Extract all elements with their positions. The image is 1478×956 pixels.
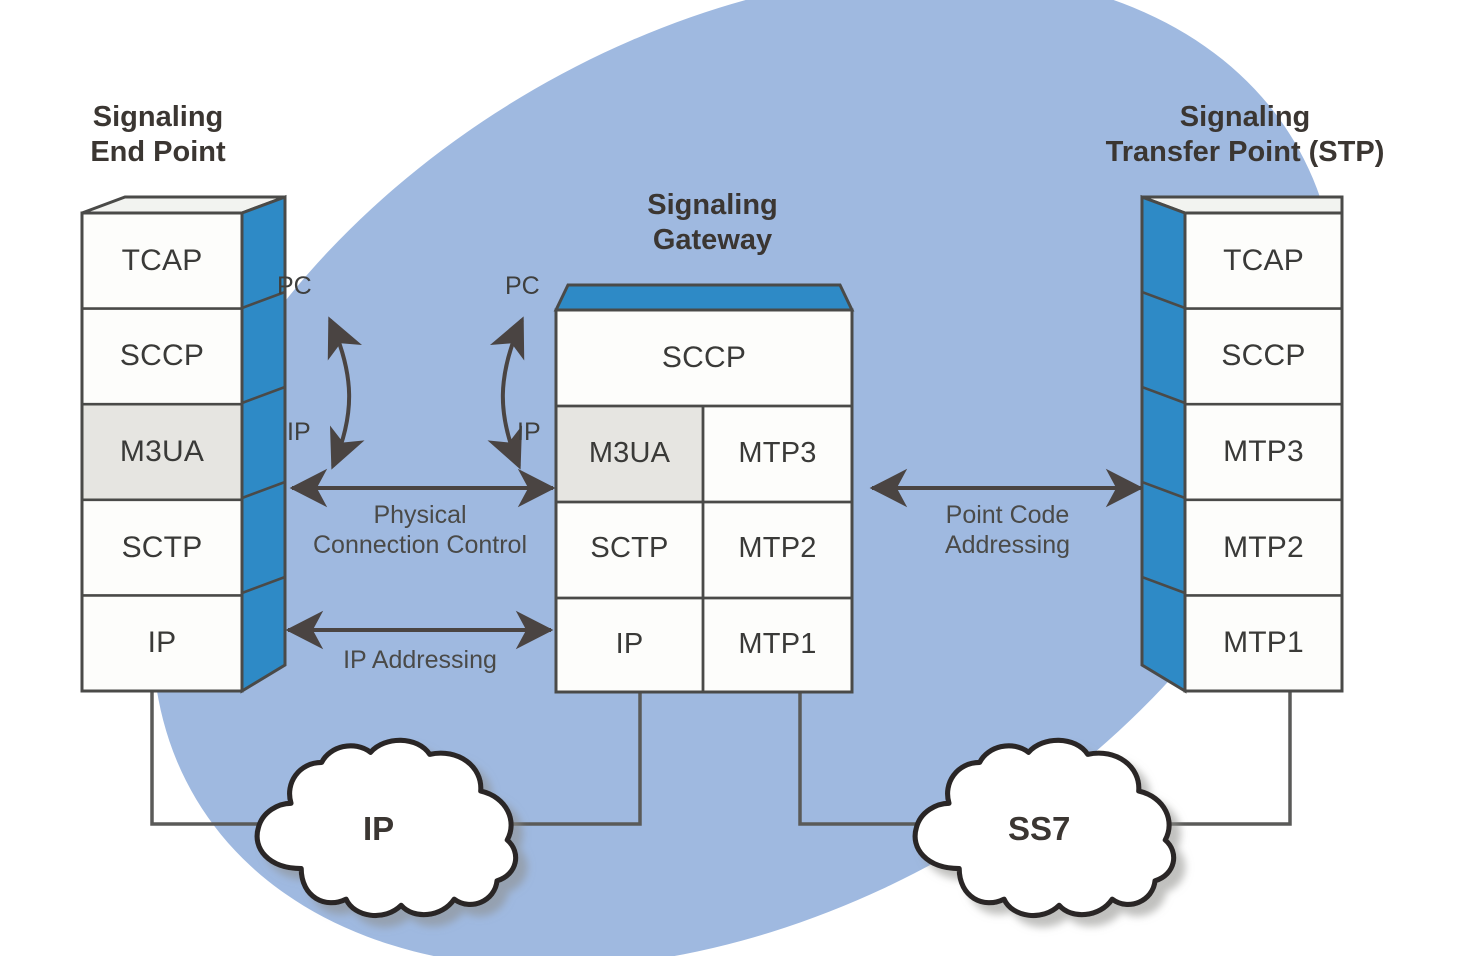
gateway-right-1: MTP2 <box>738 532 817 565</box>
label-physical-connection-control: Physical Connection Control <box>312 501 527 559</box>
title-signaling-transfer-point: Signaling Transfer Point (STP) <box>1105 101 1385 169</box>
gateway-left-1: SCTP <box>590 532 669 565</box>
node-signaling-end-point: TCAP SCCP M3UA SCTP IP <box>76 194 291 695</box>
gateway-highlight-m3ua <box>557 406 703 502</box>
stp-front-face <box>1183 211 1344 693</box>
stp-layer-1: SCCP <box>1221 339 1306 373</box>
node-signaling-gateway: SCCP M3UA SCTP IP MTP3 MTP2 MTP1 <box>552 280 872 695</box>
gateway-top-row: SCCP <box>556 310 852 406</box>
gateway-left-2: IP <box>615 627 644 660</box>
sep-layer-list: TCAP SCCP M3UA SCTP IP <box>82 213 242 691</box>
cloud-label-ip: IP <box>363 810 395 847</box>
gateway-right-2: MTP1 <box>738 627 817 660</box>
stp-layer-2: MTP3 <box>1223 434 1304 468</box>
label-ip-addressing: IP Addressing <box>343 646 497 674</box>
gateway-left-0: M3UA <box>588 437 671 470</box>
label-point-code-addressing: Point Code Addressing <box>944 501 1071 559</box>
gateway-left-column: M3UA SCTP IP <box>556 406 703 692</box>
cloud-label-ss7: SS7 <box>1008 810 1071 847</box>
title-signaling-end-point: Signaling End Point <box>90 101 226 169</box>
stp-layer-0: TCAP <box>1223 243 1304 277</box>
sep-highlight-m3ua <box>83 404 241 500</box>
title-signaling-gateway: Signaling Gateway <box>647 189 778 257</box>
wire-stp-to-ss7 <box>1140 692 1292 826</box>
node-signaling-transfer-point: TCAP SCCP MTP3 MTP2 MTP1 <box>1130 194 1355 695</box>
arrow-curved-right-pc-ip <box>487 316 525 470</box>
arrow-curved-left-pc-ip <box>327 316 365 470</box>
sep-layer-4: IP <box>147 626 177 660</box>
gateway-right-column: MTP3 MTP2 MTP1 <box>703 406 852 692</box>
label-pc-left: PC <box>277 272 312 300</box>
label-ip-right: IP <box>517 418 541 446</box>
stp-layer-3: MTP2 <box>1223 530 1304 564</box>
label-pc-right: PC <box>505 272 540 300</box>
sep-layer-3: SCTP <box>121 530 203 564</box>
sep-layer-0: TCAP <box>121 243 203 277</box>
wire-gateway-to-ip <box>480 692 642 826</box>
stp-layer-list: TCAP SCCP MTP3 MTP2 MTP1 <box>1185 213 1342 691</box>
label-ip-left: IP <box>287 418 311 446</box>
gateway-layer-sccp: SCCP <box>661 341 747 374</box>
sep-layer-1: SCCP <box>119 339 205 373</box>
sep-layer-2: M3UA <box>119 434 205 468</box>
gateway-right-0: MTP3 <box>738 437 817 470</box>
stp-layer-4: MTP1 <box>1223 626 1304 660</box>
